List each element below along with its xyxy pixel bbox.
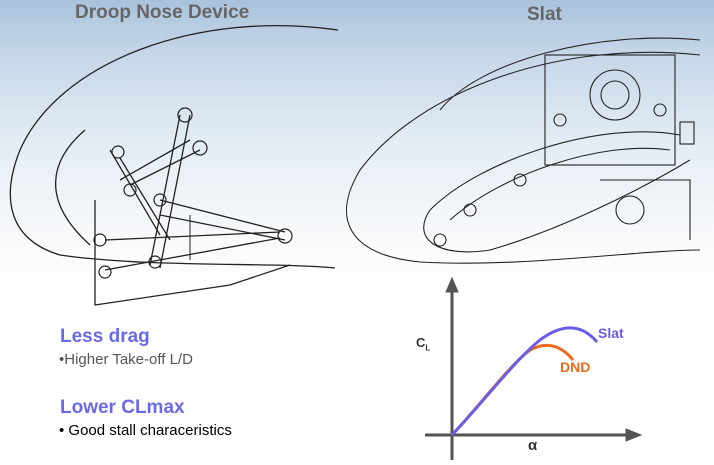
title-droop-nose: Droop Nose Device <box>75 2 250 23</box>
droop-nose-drawing <box>9 24 339 306</box>
y-axis-arrow <box>445 276 459 293</box>
title-slat: Slat <box>527 4 562 25</box>
y-label-main: C <box>416 335 426 350</box>
label-slat: Slat <box>598 325 624 341</box>
y-label-sub: L <box>425 343 431 353</box>
x-axis-arrow <box>625 428 643 442</box>
heading-less-drag: Less drag <box>60 326 150 347</box>
bullet-higher-takeoff: •Higher Take-off L/D <box>59 351 193 368</box>
x-axis-label: α <box>528 437 538 454</box>
label-dnd: DND <box>560 359 591 375</box>
bullet-stall: • Good stall characeristics <box>59 422 232 439</box>
slat-drawing <box>345 37 701 264</box>
y-axis-label: CL <box>416 335 430 353</box>
heading-lower-clmax: Lower CLmax <box>60 397 185 418</box>
curve-slat <box>450 326 599 437</box>
curve-dnd <box>450 343 575 437</box>
